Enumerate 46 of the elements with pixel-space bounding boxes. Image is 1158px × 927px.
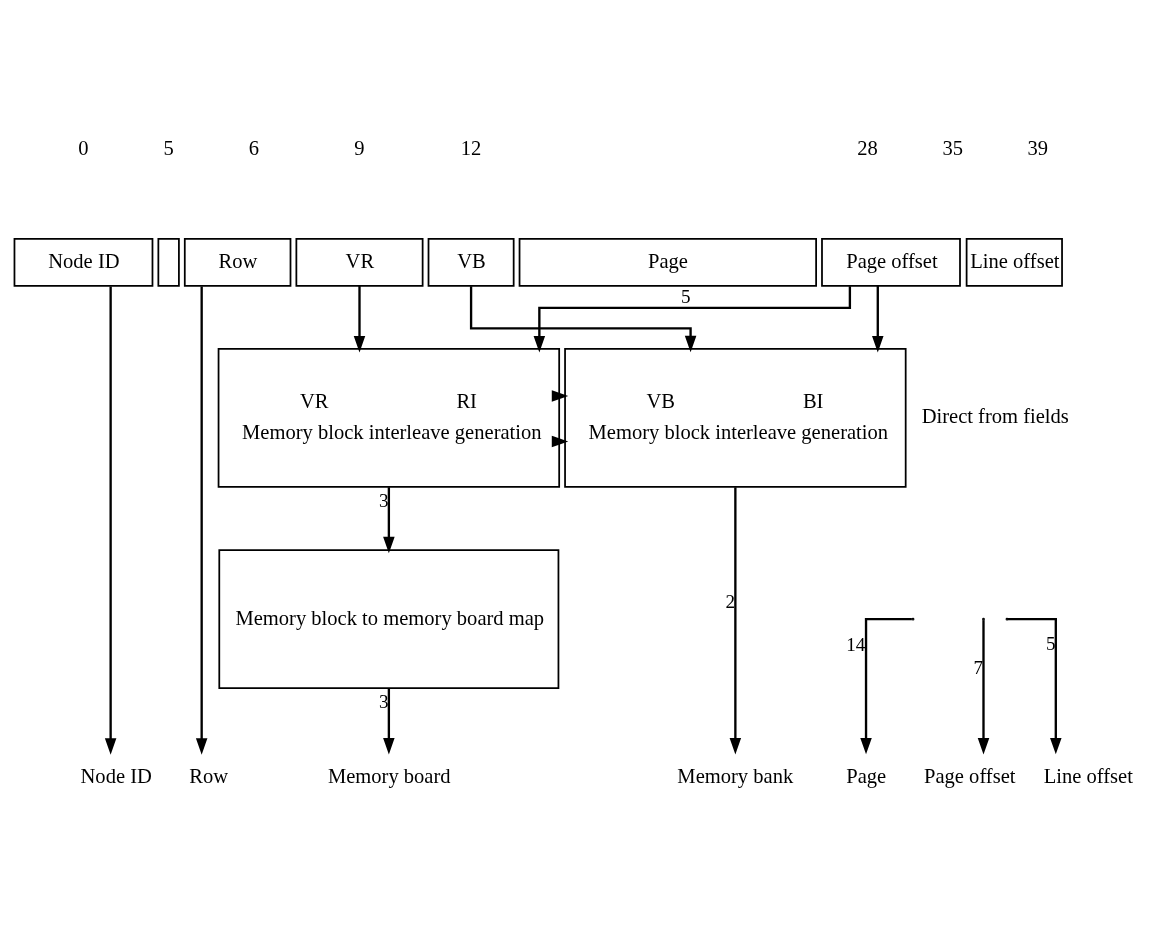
node-box: Node ID: [13, 238, 154, 287]
node-box: [157, 238, 180, 287]
node-box: Page offset: [821, 238, 961, 287]
node-box: Row: [183, 238, 292, 287]
edge-label: 14: [846, 633, 866, 655]
arrow: [551, 435, 569, 448]
arrow: [195, 286, 208, 755]
arrow: [104, 286, 117, 755]
node-text: Memory board: [327, 765, 451, 788]
node-box: Line offset: [965, 238, 1063, 287]
node-box: VR: [295, 238, 424, 287]
arrow: [872, 286, 884, 353]
node-text: Page offset: [924, 765, 1016, 788]
node-text: Page: [846, 765, 887, 788]
label: 12: [460, 136, 482, 159]
label: 6: [248, 136, 259, 159]
arrow: [383, 688, 395, 755]
node-text: Row: [189, 765, 229, 788]
node-text: Line offset: [1043, 765, 1133, 788]
arrow: [353, 286, 366, 353]
arrow: [383, 487, 395, 554]
label: 35: [942, 136, 963, 159]
label: 5: [163, 136, 174, 159]
label: Direct from fields: [921, 405, 1069, 428]
node-box: Memory block to memory board map: [218, 549, 560, 689]
node-text: Memory bank: [677, 765, 794, 788]
edge-label: 5: [680, 285, 691, 307]
arrow: [551, 390, 569, 402]
label: 0: [78, 136, 89, 159]
node-text: Node ID: [80, 765, 152, 788]
arrow: [977, 620, 990, 755]
arrow: [860, 617, 912, 755]
node-box: VB BI Memory block interleave generation: [564, 348, 907, 488]
arrow: [533, 286, 852, 353]
edge-label: 5: [1045, 632, 1056, 654]
arrow: [1007, 617, 1062, 755]
label: 39: [1027, 136, 1049, 159]
edge-label: 2: [725, 590, 735, 612]
arrow: [469, 286, 697, 353]
label: 9: [354, 136, 365, 159]
arrow: [729, 487, 742, 755]
label: 28: [857, 136, 878, 159]
node-box: Page: [518, 238, 817, 287]
edge-label: 3: [378, 691, 389, 713]
edge-label: 3: [378, 490, 389, 512]
node-box: VB: [427, 238, 515, 287]
